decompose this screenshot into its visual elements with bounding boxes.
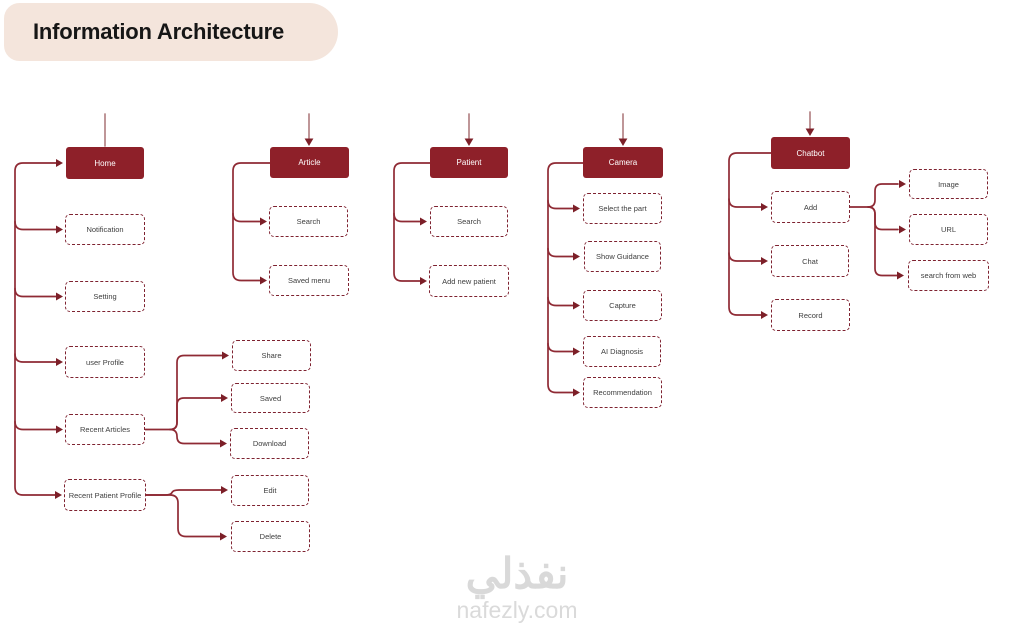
- node-recommendation-label: Recommendation: [593, 388, 652, 397]
- node-edit-label: Edit: [263, 486, 277, 495]
- branch-arrowhead-icons: [55, 159, 906, 541]
- node-recent-patient-profile-label: Recent Patient Profile: [68, 490, 142, 500]
- node-add-new-patient-label: Add new patient: [442, 276, 496, 286]
- node-add-label: Add: [803, 202, 818, 212]
- node-chatbot: Chatbot: [771, 137, 850, 169]
- node-article-label: Article: [298, 158, 321, 167]
- node-capture-label: Capture: [609, 301, 636, 310]
- node-camera: Camera: [583, 147, 663, 178]
- node-image: Image: [909, 169, 988, 199]
- node-edit: Edit: [231, 475, 309, 506]
- node-saved-menu: Saved menu: [269, 265, 349, 296]
- node-notification: Notification: [65, 214, 145, 245]
- node-url-label: URL: [940, 225, 956, 234]
- node-saved-menu-label: Saved menu: [287, 276, 331, 285]
- node-recommendation: Recommendation: [583, 377, 662, 408]
- node-share: Share: [232, 340, 311, 371]
- node-ai-diagnosis-label: AI Diagnosis: [600, 347, 644, 356]
- node-recent-articles-label: Recent Articles: [79, 425, 131, 434]
- node-delete-label: Delete: [259, 532, 282, 541]
- node-chat: Chat: [771, 245, 849, 277]
- entry-arrowhead-icons: [304, 128, 815, 146]
- node-share-label: Share: [261, 351, 282, 360]
- node-notification-label: Notification: [86, 225, 124, 234]
- node-recent-patient-profile: Recent Patient Profile: [64, 479, 146, 511]
- node-ai-diagnosis: AI Diagnosis: [583, 336, 661, 367]
- node-url: URL: [909, 214, 988, 245]
- node-setting-label: Setting: [93, 292, 117, 301]
- node-image-label: Image: [938, 179, 959, 189]
- node-capture: Capture: [583, 290, 662, 321]
- node-camera-label: Camera: [608, 158, 638, 167]
- watermark-site-text: nafezly.com: [456, 597, 578, 623]
- node-add-new-patient: Add new patient: [429, 265, 509, 297]
- node-recent-articles: Recent Articles: [65, 414, 145, 445]
- node-patient-label: Patient: [456, 158, 482, 167]
- node-patient-search-label: Search: [457, 217, 481, 226]
- node-patient-search: Search: [430, 206, 508, 237]
- page-title: Information Architecture: [33, 19, 285, 44]
- node-delete: Delete: [231, 521, 310, 552]
- node-show-guidance: Show Guidance: [584, 241, 661, 272]
- node-chat-label: Chat: [802, 256, 818, 266]
- entry-lines: [104, 111, 811, 147]
- node-download-label: Download: [252, 439, 287, 448]
- watermark-logo-text: نفذلي: [465, 550, 569, 597]
- node-user-profile-label: user Profile: [86, 357, 124, 367]
- node-record-label: Record: [798, 310, 823, 320]
- node-article-search: Search: [269, 206, 348, 237]
- node-record: Record: [771, 299, 850, 331]
- node-setting: Setting: [65, 281, 145, 312]
- node-article-search-label: Search: [296, 217, 321, 226]
- node-article: Article: [270, 147, 349, 178]
- node-download: Download: [230, 428, 309, 459]
- node-select-the-part: Select the part: [583, 193, 662, 224]
- node-show-guidance-label: Show Guidance: [596, 252, 649, 261]
- node-select-the-part-label: Select the part: [598, 204, 647, 213]
- node-saved: Saved: [231, 383, 310, 413]
- node-home: Home: [66, 147, 144, 179]
- tree-connectors: [14, 152, 899, 538]
- node-patient: Patient: [430, 147, 508, 178]
- node-chatbot-label: Chatbot: [796, 148, 825, 158]
- node-user-profile: user Profile: [65, 346, 145, 378]
- node-search-from-web: search from web: [908, 260, 989, 291]
- node-home-label: Home: [94, 158, 116, 168]
- node-saved-label: Saved: [259, 393, 282, 403]
- watermark: نفذلي nafezly.com: [437, 550, 597, 622]
- node-add: Add: [771, 191, 850, 223]
- title-banner: Information Architecture: [4, 3, 338, 61]
- node-search-from-web-label: search from web: [920, 271, 977, 280]
